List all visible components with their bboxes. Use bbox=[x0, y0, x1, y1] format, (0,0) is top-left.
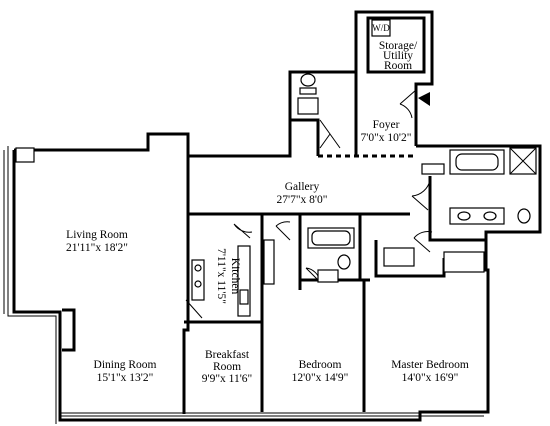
breakfast-name-2: Room bbox=[213, 361, 241, 373]
storage-name-2: Utility bbox=[383, 50, 413, 62]
column bbox=[15, 147, 35, 163]
room-labels: Living Room 21'11"x 18'2" Dining Room 15… bbox=[66, 23, 469, 385]
kitchen-counter bbox=[191, 259, 205, 301]
closet bbox=[383, 247, 415, 267]
living-room-name: Living Room bbox=[66, 229, 128, 241]
closet-icon bbox=[319, 119, 341, 149]
openings bbox=[186, 154, 416, 214]
toilet-icon bbox=[517, 208, 531, 224]
master-bedroom-name: Master Bedroom bbox=[391, 359, 469, 371]
foyer-dims: 7'0"x 10'2" bbox=[361, 132, 412, 144]
sink-icon bbox=[317, 269, 339, 283]
washer-dryer bbox=[371, 19, 391, 37]
kitchen-name: Kitchen bbox=[229, 258, 241, 295]
living-room-dims: 21'11"x 18'2" bbox=[66, 242, 128, 254]
dining-room-dims: 15'1"x 13'2" bbox=[97, 372, 154, 384]
kitchen-dims: 7'11"x 11'5" bbox=[215, 248, 227, 304]
gallery-dims: 27'7"x 8'0" bbox=[277, 194, 328, 206]
bedroom-dims: 12'0"x 14'9" bbox=[292, 372, 349, 384]
toilet-icon bbox=[337, 254, 351, 270]
storage-name-1: Storage/ bbox=[379, 40, 418, 52]
foyer-name: Foyer bbox=[373, 119, 400, 131]
closet bbox=[443, 251, 485, 273]
toilet-icon bbox=[300, 73, 316, 87]
gallery-name: Gallery bbox=[285, 181, 320, 193]
dining-room-name: Dining Room bbox=[94, 359, 157, 371]
closet bbox=[263, 239, 275, 285]
fixtures bbox=[191, 19, 537, 317]
wd-label: W/D bbox=[372, 23, 390, 33]
entry-arrow-icon bbox=[418, 92, 430, 106]
exterior-walls bbox=[7, 10, 542, 424]
breakfast-name-1: Breakfast bbox=[205, 349, 250, 361]
sink-icon bbox=[297, 97, 319, 115]
windows bbox=[3, 150, 484, 417]
storage-name-3: Room bbox=[384, 60, 412, 72]
master-bedroom-dims: 14'0"x 16'9" bbox=[402, 372, 459, 384]
bedroom-name: Bedroom bbox=[299, 359, 342, 371]
breakfast-dims: 9'9"x 11'6" bbox=[202, 373, 252, 385]
interior-walls bbox=[62, 16, 486, 414]
